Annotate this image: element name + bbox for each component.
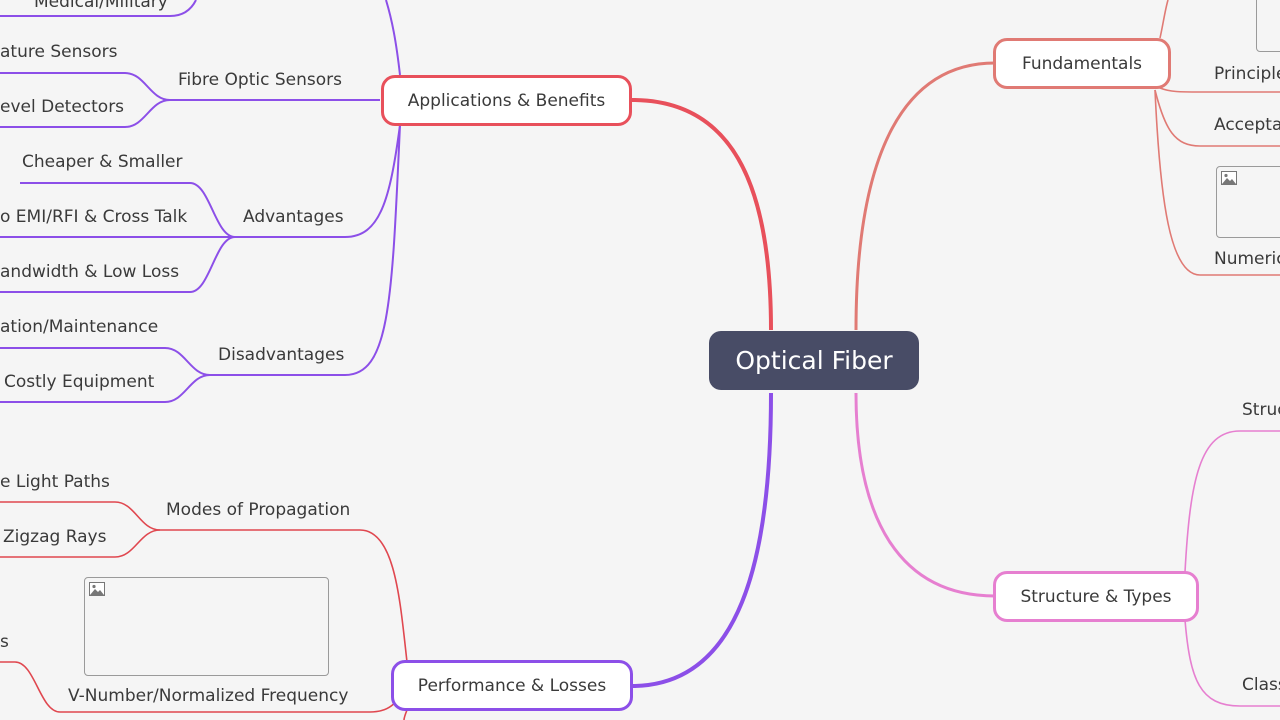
node-performance-losses-label: Performance & Losses (417, 675, 607, 696)
image-placeholder-icon (1221, 171, 1237, 185)
topic-level-detectors[interactable]: evel Detectors (0, 97, 125, 117)
topic-disadvantages[interactable]: Disadvantages (218, 345, 345, 365)
topic-installation-maintenance[interactable]: ation/Maintenance (0, 317, 159, 337)
topic-v-number[interactable]: V-Number/Normalized Frequency (68, 686, 349, 706)
central-node-label: Optical Fiber (735, 346, 893, 375)
node-applications-benefits[interactable]: Applications & Benefits (381, 75, 632, 126)
topic-costly-equipment[interactable]: Costly Equipment (4, 372, 155, 392)
connector-central-structure (854, 392, 996, 598)
topic-zigzag-rays[interactable]: Zigzag Rays (3, 527, 107, 547)
topic-cheaper-smaller[interactable]: Cheaper & Smaller (22, 152, 183, 172)
topic-fibre-optic-sensors[interactable]: Fibre Optic Sensors (178, 70, 342, 90)
topic-partial-s[interactable]: s (0, 632, 9, 652)
node-structure-types-label: Structure & Types (1020, 586, 1172, 607)
topic-acceptance[interactable]: Accepta (1214, 115, 1280, 135)
topic-structure-partial[interactable]: Struc (1242, 400, 1280, 420)
topic-temperature-sensors[interactable]: ature Sensors (0, 42, 118, 62)
central-node[interactable]: Optical Fiber (709, 331, 919, 390)
connector-central-fundamentals (854, 61, 996, 331)
connector-central-applications (631, 98, 773, 331)
node-applications-benefits-label: Applications & Benefits (407, 90, 606, 111)
image-placeholder-vnumber[interactable] (84, 577, 329, 676)
node-structure-types[interactable]: Structure & Types (993, 571, 1199, 622)
image-placeholder-icon (89, 582, 105, 596)
topic-advantages[interactable]: Advantages (243, 207, 344, 227)
topic-principle[interactable]: Principle (1214, 64, 1280, 84)
image-placeholder-fundamentals-top[interactable] (1256, 0, 1280, 52)
topic-emi-rfi-cross-talk[interactable]: o EMI/RFI & Cross Talk (0, 207, 188, 227)
topic-medical-military[interactable]: Medical/Military (34, 0, 168, 12)
topic-bandwidth-low-loss[interactable]: andwidth & Low Loss (0, 262, 180, 282)
node-performance-losses[interactable]: Performance & Losses (391, 660, 633, 711)
topic-numerical[interactable]: Numeric (1214, 249, 1280, 269)
connector-central-performance (631, 392, 773, 688)
topic-modes-of-propagation[interactable]: Modes of Propagation (166, 500, 351, 520)
node-fundamentals[interactable]: Fundamentals (993, 38, 1171, 89)
image-placeholder-fundamentals[interactable] (1216, 166, 1280, 238)
topic-classification-partial[interactable]: Class (1242, 675, 1280, 695)
topic-light-paths[interactable]: e Light Paths (0, 472, 110, 492)
node-fundamentals-label: Fundamentals (1021, 53, 1143, 74)
